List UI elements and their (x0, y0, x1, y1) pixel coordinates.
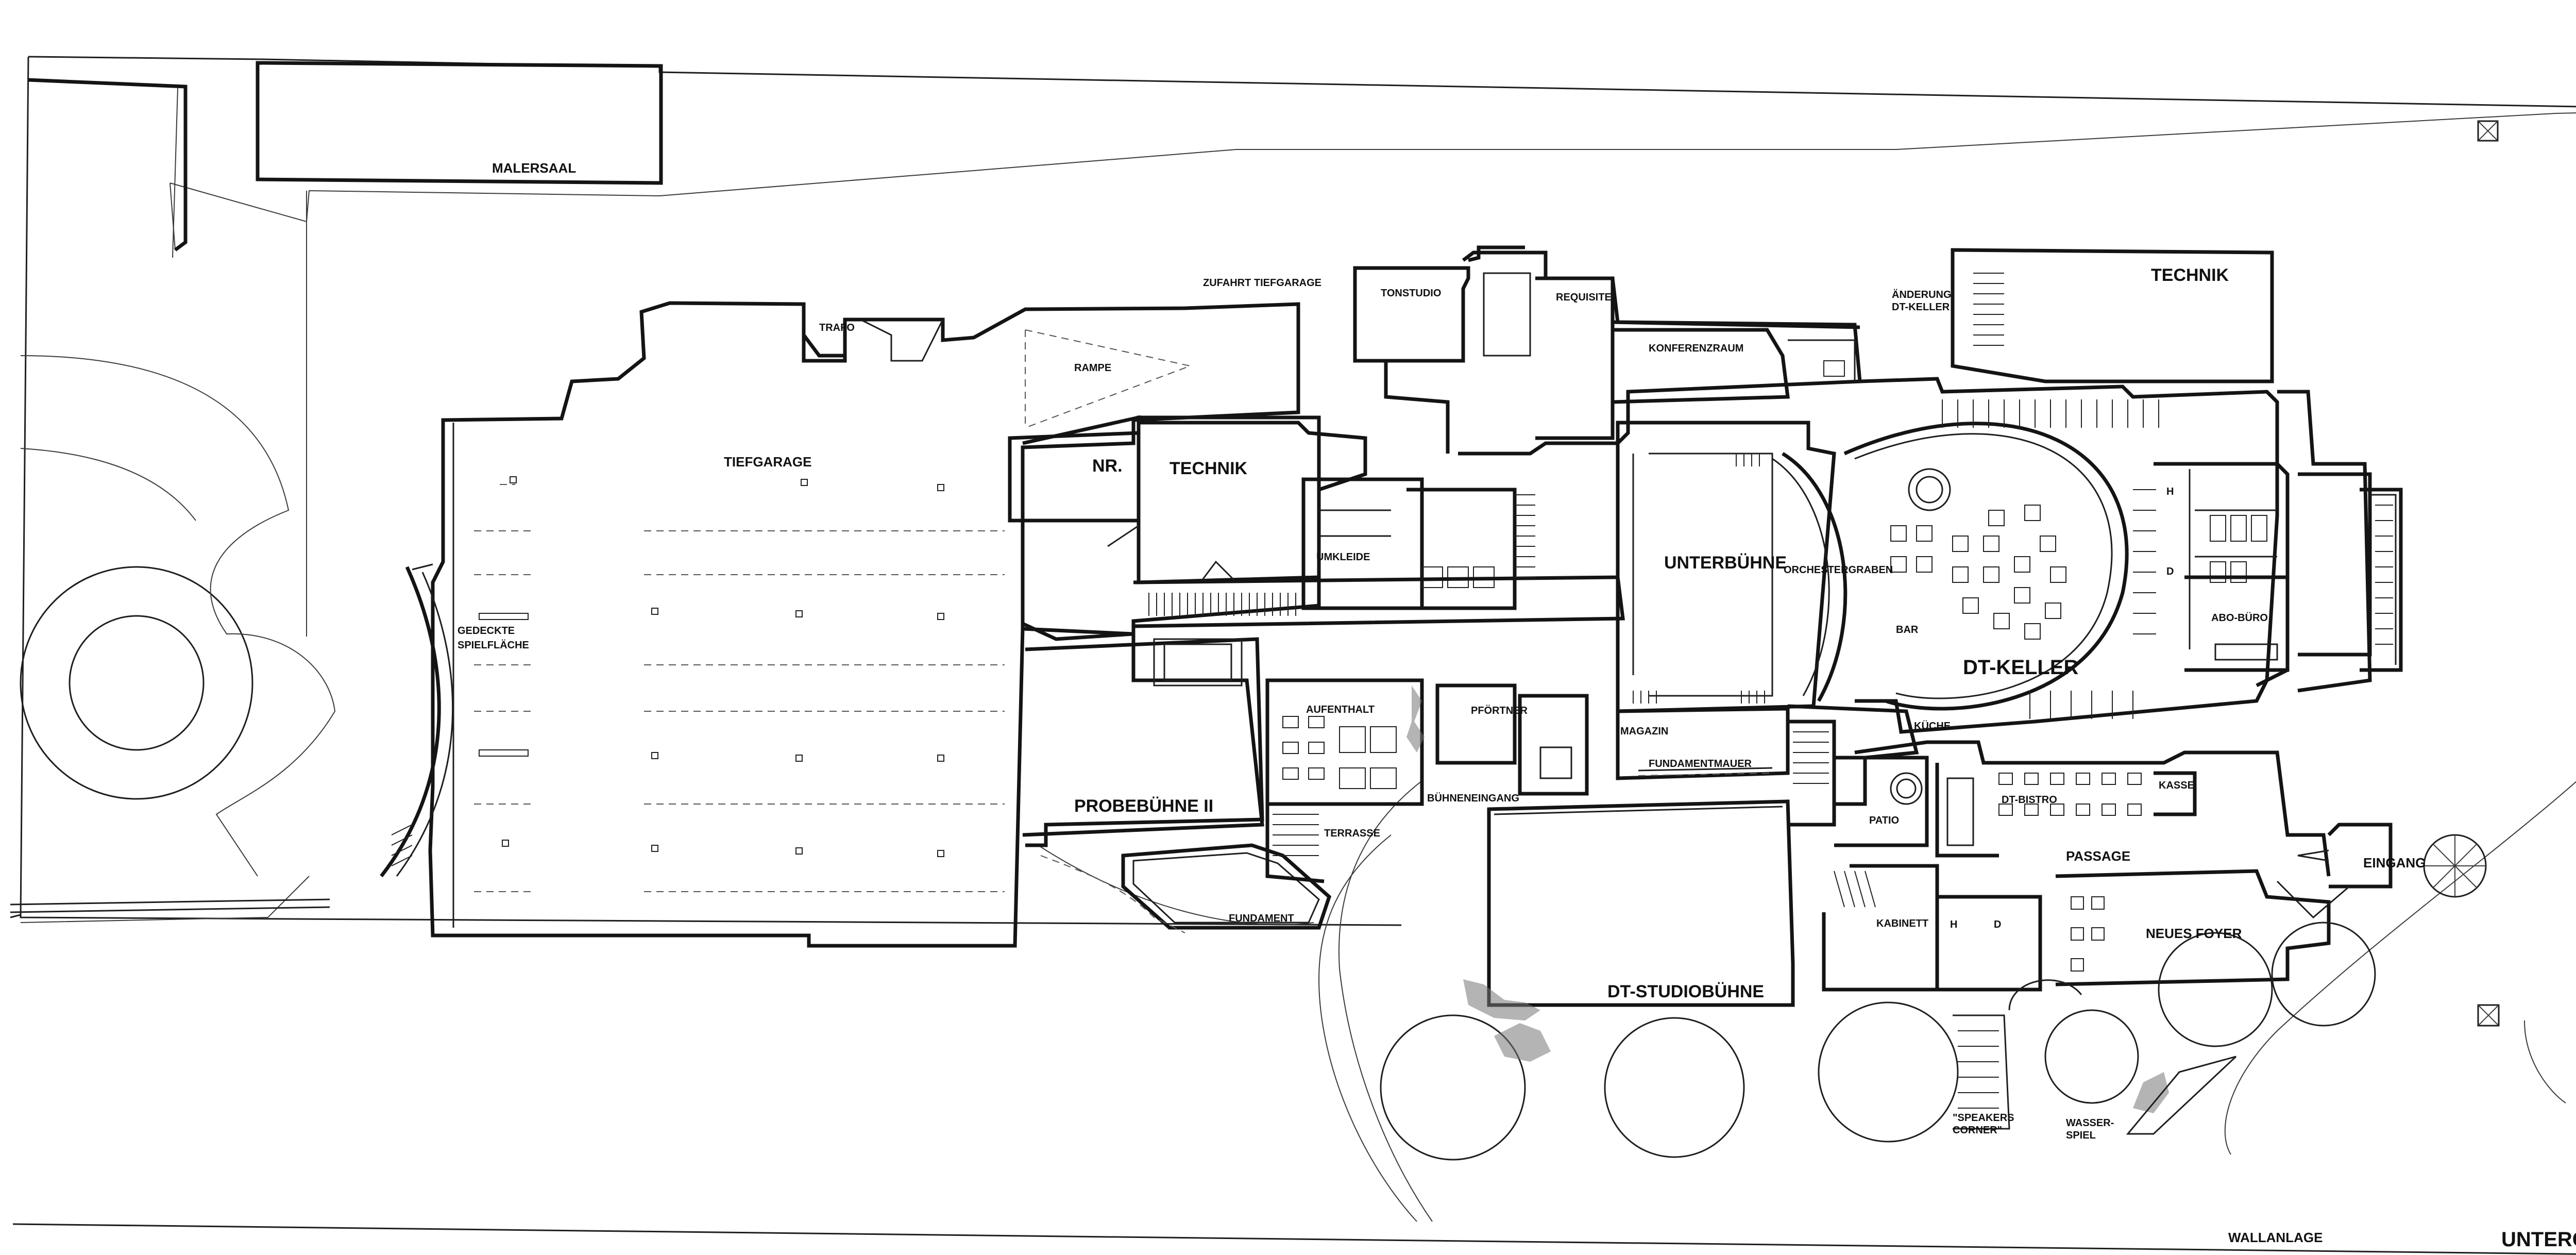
dt-keller-perimeter (1942, 399, 2159, 719)
garage-stairs (391, 824, 413, 866)
label-pfoertner: PFÖRTNER (1471, 705, 1528, 716)
label-umkleide: UMKLEIDE (1316, 551, 1370, 563)
site-outline (10, 56, 2576, 1255)
east-stairs (2375, 505, 2393, 645)
foyer-tables (2071, 896, 2105, 972)
label-orchestergraben: ORCHESTERGRABEN (1784, 564, 1893, 576)
label-kabinett: KABINETT (1876, 918, 1928, 929)
label-wc-h2: H (1950, 919, 1957, 930)
label-wasser-1: WASSER- (2066, 1117, 2114, 1129)
label-technik-east: TECHNIK (2151, 265, 2229, 285)
label-dt-keller: DT-KELLER (1963, 656, 2079, 679)
label-tonstudio: TONSTUDIO (1381, 288, 1441, 299)
label-speakers-2: CORNER" (1953, 1125, 2002, 1136)
technik-east-stairs (1973, 273, 2004, 346)
label-eingang: EINGANG (2363, 855, 2426, 871)
label-gedeckte-2: SPIELFLÄCHE (457, 639, 529, 651)
outdoor-circles (1380, 120, 2500, 1161)
label-fundamentmauer: FUNDAMENTMAUER (1649, 758, 1752, 769)
label-passage: PASSAGE (2066, 848, 2130, 864)
label-speakers-1: "SPEAKERS (1953, 1112, 2014, 1124)
room-labels: MALERSAAL TIEFGARAGE GEDECKTE SPIELFLÄCH… (457, 160, 2576, 1251)
central-complex (1008, 415, 1625, 933)
aufenthalt-tables (1282, 716, 1397, 789)
label-zufahrt-tiefgarage: ZUFAHRT TIEFGARAGE (1203, 277, 1321, 289)
label-aenderung-2: DT-KELLER (1892, 302, 1950, 313)
label-neues-foyer: NEUES FOYER (2146, 926, 2242, 941)
label-kueche: KÜCHE (1914, 720, 1951, 732)
label-malersaal: MALERSAAL (492, 160, 576, 176)
label-wc-d2: D (1994, 919, 2001, 930)
label-requisite: REQUISITE (1556, 292, 1612, 303)
patio-stairs (1793, 731, 1829, 784)
label-dt-bistro: DT-BISTRO (2002, 794, 2057, 806)
label-aenderung-1: ÄNDERUNG (1892, 289, 1952, 300)
label-tiefgarage: TIEFGARAGE (724, 454, 811, 470)
label-wc-d: D (2166, 566, 2174, 577)
parking-lines (474, 484, 1005, 892)
label-aufenthalt: AUFENTHALT (1306, 704, 1375, 715)
label-probebuehne: PROBEBÜHNE II (1074, 796, 1213, 816)
label-wc-h: H (2166, 486, 2174, 497)
foyer-block (1787, 704, 2393, 992)
terrasse-stairs (1273, 814, 1319, 856)
label-terrasse: TERRASSE (1324, 828, 1380, 839)
tiefgarage-block (380, 301, 1300, 948)
stage-block (1463, 421, 1848, 1020)
label-patio: PATIO (1869, 815, 1899, 826)
dt-keller-hall (1843, 248, 2403, 734)
label-bar: BAR (1896, 624, 1919, 635)
label-gedeckte-1: GEDECKTE (457, 625, 515, 637)
label-konferenzraum: KONFERENZRAUM (1649, 343, 1743, 354)
label-dt-studiobuehne: DT-STUDIOBÜHNE (1607, 982, 1764, 1001)
label-technik-west: TECHNIK (1170, 459, 1248, 478)
north-block (1353, 245, 1862, 456)
kabinett-stairs (1834, 871, 1876, 908)
label-kasse: KASSE (2159, 780, 2194, 791)
label-buehneneingang: BÜHNENEINGANG (1427, 792, 1519, 804)
label-nr: NR. (1092, 456, 1123, 476)
label-magazin: MAGAZIN (1620, 726, 1668, 737)
speakers-corner-stairs (1958, 1030, 1999, 1109)
corridor-hatch (1148, 494, 1535, 616)
label-unterbuehne: UNTERBÜHNE (1664, 553, 1787, 573)
label-fundament: FUNDAMENT (1229, 913, 1294, 924)
label-rampe: RAMPE (1074, 362, 1111, 374)
garage-columns (479, 476, 944, 857)
label-wasser-2: SPIEL (2066, 1130, 2096, 1141)
label-abo-buero: ABO-BÜRO (2211, 612, 2268, 624)
plan-title: UNTERGESCHOSS (2501, 1228, 2576, 1251)
dt-keller-tables (1890, 505, 2066, 640)
label-wallanlage: WALLANLAGE (2228, 1230, 2323, 1245)
unterbuehne-stairs (1633, 454, 1765, 704)
bistro-tables (1998, 773, 2142, 816)
label-trafo: TRAFO (819, 322, 855, 333)
